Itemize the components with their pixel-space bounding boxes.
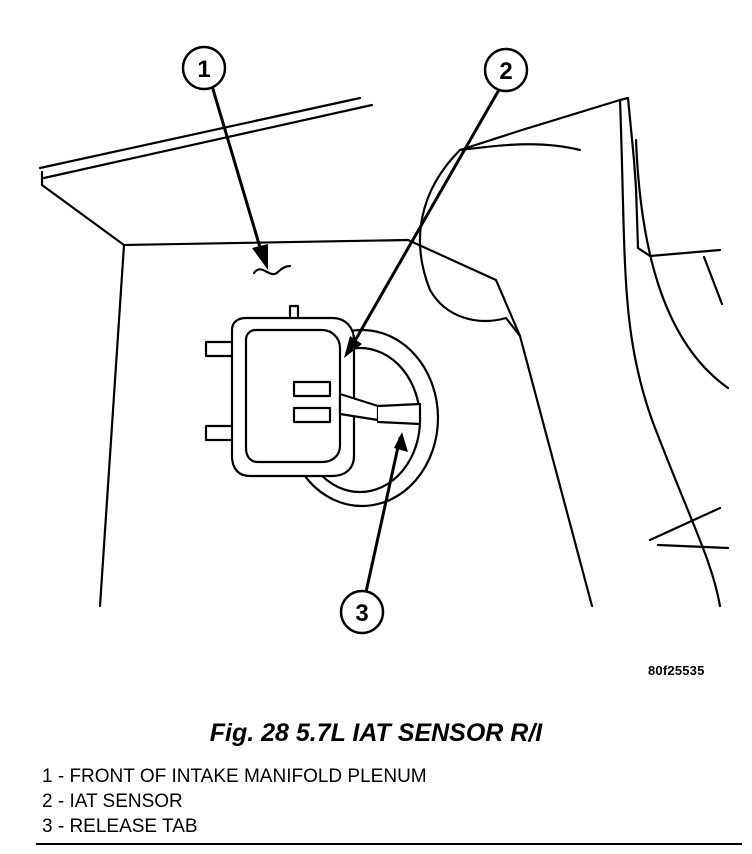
legend-item-3: 3 - RELEASE TAB bbox=[42, 816, 198, 837]
leader-arrowheads bbox=[252, 244, 408, 452]
figure-image-id: 80f25535 bbox=[648, 663, 705, 678]
figure-caption: Fig. 28 5.7L IAT SENSOR R/I bbox=[209, 719, 543, 747]
callout-3: 3 bbox=[339, 589, 385, 635]
leader-lines bbox=[210, 84, 502, 594]
callout-2: 2 bbox=[483, 47, 529, 93]
iat-sensor-diagram: 1 2 3 bbox=[38, 45, 730, 635]
callout-legend: 1 - FRONT OF INTAKE MANIFOLD PLENUM 2 - … bbox=[42, 764, 427, 839]
callout-2-number: 2 bbox=[499, 58, 512, 85]
arrowhead-1 bbox=[252, 244, 268, 270]
arrowhead-3 bbox=[394, 432, 408, 452]
iat-sensor-connector bbox=[204, 304, 422, 478]
leader-line-1 bbox=[210, 84, 264, 256]
leader-line-3 bbox=[364, 436, 402, 594]
callout-3-number: 3 bbox=[355, 600, 368, 627]
intake-manifold-plenum bbox=[38, 96, 730, 608]
callout-1-number: 1 bbox=[197, 56, 210, 83]
bottom-rule bbox=[36, 843, 742, 845]
leader-line-2 bbox=[350, 86, 502, 348]
callout-1: 1 bbox=[181, 45, 227, 91]
legend-item-1: 1 - FRONT OF INTAKE MANIFOLD PLENUM bbox=[42, 766, 427, 787]
legend-item-2: 2 - IAT SENSOR bbox=[42, 791, 183, 812]
arrowhead-2 bbox=[344, 336, 362, 358]
